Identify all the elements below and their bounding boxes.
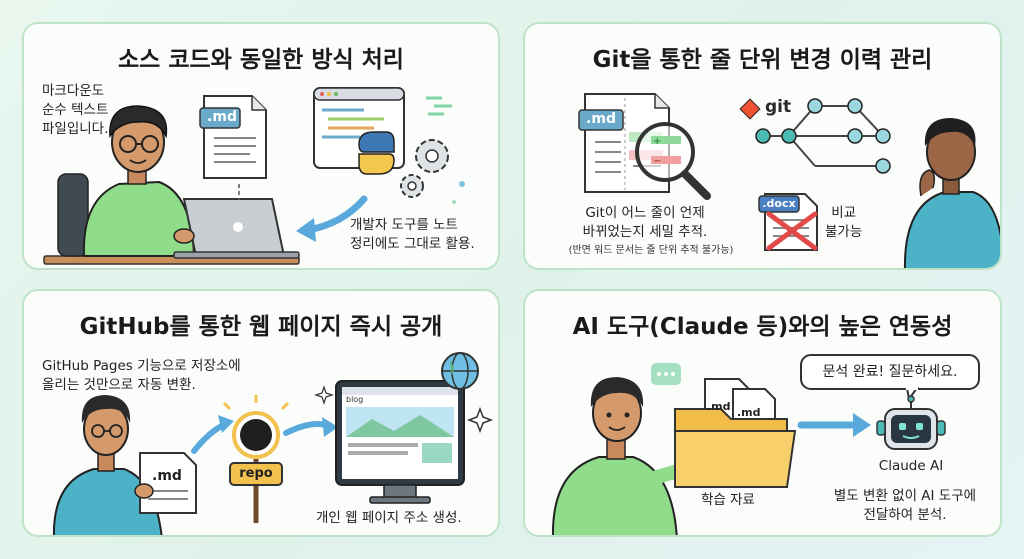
svg-text:+: +: [653, 136, 661, 147]
note-line: 순수 텍스트: [42, 102, 109, 118]
panel-github-pages: GitHub를 통한 웹 페이지 즉시 공개: [22, 289, 500, 537]
panel2-illustration: + −: [578, 93, 1000, 268]
caption-line: 정리에도 그대로 활용.: [350, 236, 475, 252]
panel1-illustration: [43, 87, 465, 265]
panel-title: 소스 코드와 동일한 방식 처리: [118, 47, 404, 73]
panel4-illustration: [552, 354, 980, 535]
panel-title: AI 도구(Claude 등)와의 높은 연동성: [572, 314, 953, 340]
svg-text:−: −: [653, 156, 661, 167]
caption-line: Git이 어느 줄이 언제: [585, 205, 705, 221]
compare-line: 불가능: [825, 224, 863, 240]
panel-git-tracking: Git을 통한 줄 단위 변경 이력 관리 + −: [523, 22, 1002, 270]
caption-small: (반면 워드 문서는 줄 단위 추적 불가능): [568, 245, 734, 256]
md-file-label: .md: [152, 468, 182, 484]
md-file-label: .md: [707, 400, 731, 413]
md-file-label: .md: [737, 406, 761, 419]
note-line: 파일입니다.: [42, 121, 109, 137]
panel-source-code: 소스 코드와 동일한 방식 처리: [22, 22, 500, 270]
git-logo-label: git: [765, 97, 792, 117]
md-file-label: .md: [207, 109, 237, 125]
panel-title: GitHub를 통한 웹 페이지 즉시 공개: [79, 314, 443, 340]
repo-sign-label: repo: [239, 466, 273, 481]
md-file-label: .md: [586, 111, 616, 127]
panel3-illustration: [53, 352, 494, 535]
panel-title: Git을 통한 줄 단위 변경 이력 관리: [592, 47, 933, 73]
folder-label: 학습 자료: [701, 492, 755, 508]
blog-label: blog: [346, 395, 364, 404]
note-line: 마크다운도: [42, 83, 105, 99]
note-line: GitHub Pages 기능으로 저장소에: [42, 358, 241, 374]
note-line: 올리는 것만으로 자동 변환.: [42, 377, 196, 393]
caption: 개인 웹 페이지 주소 생성.: [316, 510, 462, 526]
docx-file-label: .docx: [762, 197, 796, 210]
caption-line: 바뀌었는지 세밀 추적.: [582, 224, 708, 240]
chat-bubble: 문석 완료! 질문하세요.: [822, 364, 958, 380]
caption-line: 별도 변환 없이 AI 도구에: [833, 488, 977, 504]
ai-label: Claude AI: [878, 458, 944, 474]
caption-line: 전달하여 분석.: [863, 507, 947, 523]
compare-line: 비교: [831, 205, 857, 221]
panel-ai-integration: AI 도구(Claude 등)와의 높은 연동성: [523, 289, 1002, 537]
caption-line: 개발자 도구를 노트: [350, 217, 458, 233]
